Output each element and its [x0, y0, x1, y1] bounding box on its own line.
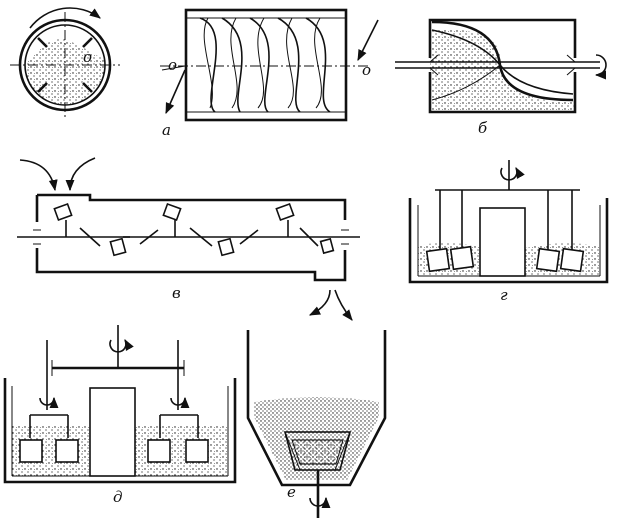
outlet-arrow-icon — [165, 69, 186, 115]
axis-label-o: o — [83, 48, 92, 66]
label-a: а — [162, 121, 171, 139]
label-e: е — [287, 483, 296, 501]
label-b: б — [478, 119, 488, 137]
rotation-arrow-icon — [170, 396, 190, 409]
vertical-paddle-mixer: г — [408, 160, 609, 304]
screw-drum-side-view: o o а — [160, 8, 379, 139]
label-v: в — [172, 284, 181, 302]
planetary-mixer: д — [3, 325, 237, 506]
rotation-arrow-icon — [309, 496, 331, 509]
feed-arrow-icon — [65, 157, 96, 192]
axis-label-o-right: o — [362, 61, 371, 79]
axis-label-o-left: o — [168, 56, 177, 74]
paddles — [53, 202, 335, 257]
feed-arrow-icon — [19, 159, 58, 192]
label-d: д — [113, 488, 123, 506]
continuous-paddle-mixer: в — [17, 157, 360, 321]
rotation-arrow-icon — [594, 54, 607, 80]
rotation-arrow-icon — [29, 7, 101, 29]
conical-bunker-mixer: е — [246, 330, 387, 518]
discharge-arrow-icon — [334, 289, 353, 321]
rotation-arrow-icon — [109, 339, 134, 353]
ribbon-mixer-section: б — [395, 18, 607, 137]
inlet-arrow-icon — [357, 19, 379, 62]
drum-cross-section: o — [10, 7, 120, 118]
discharge-arrow-icon — [308, 289, 331, 316]
rotation-arrow-icon — [39, 396, 59, 409]
label-g: г — [500, 286, 508, 304]
rotation-arrow-icon — [500, 167, 525, 181]
